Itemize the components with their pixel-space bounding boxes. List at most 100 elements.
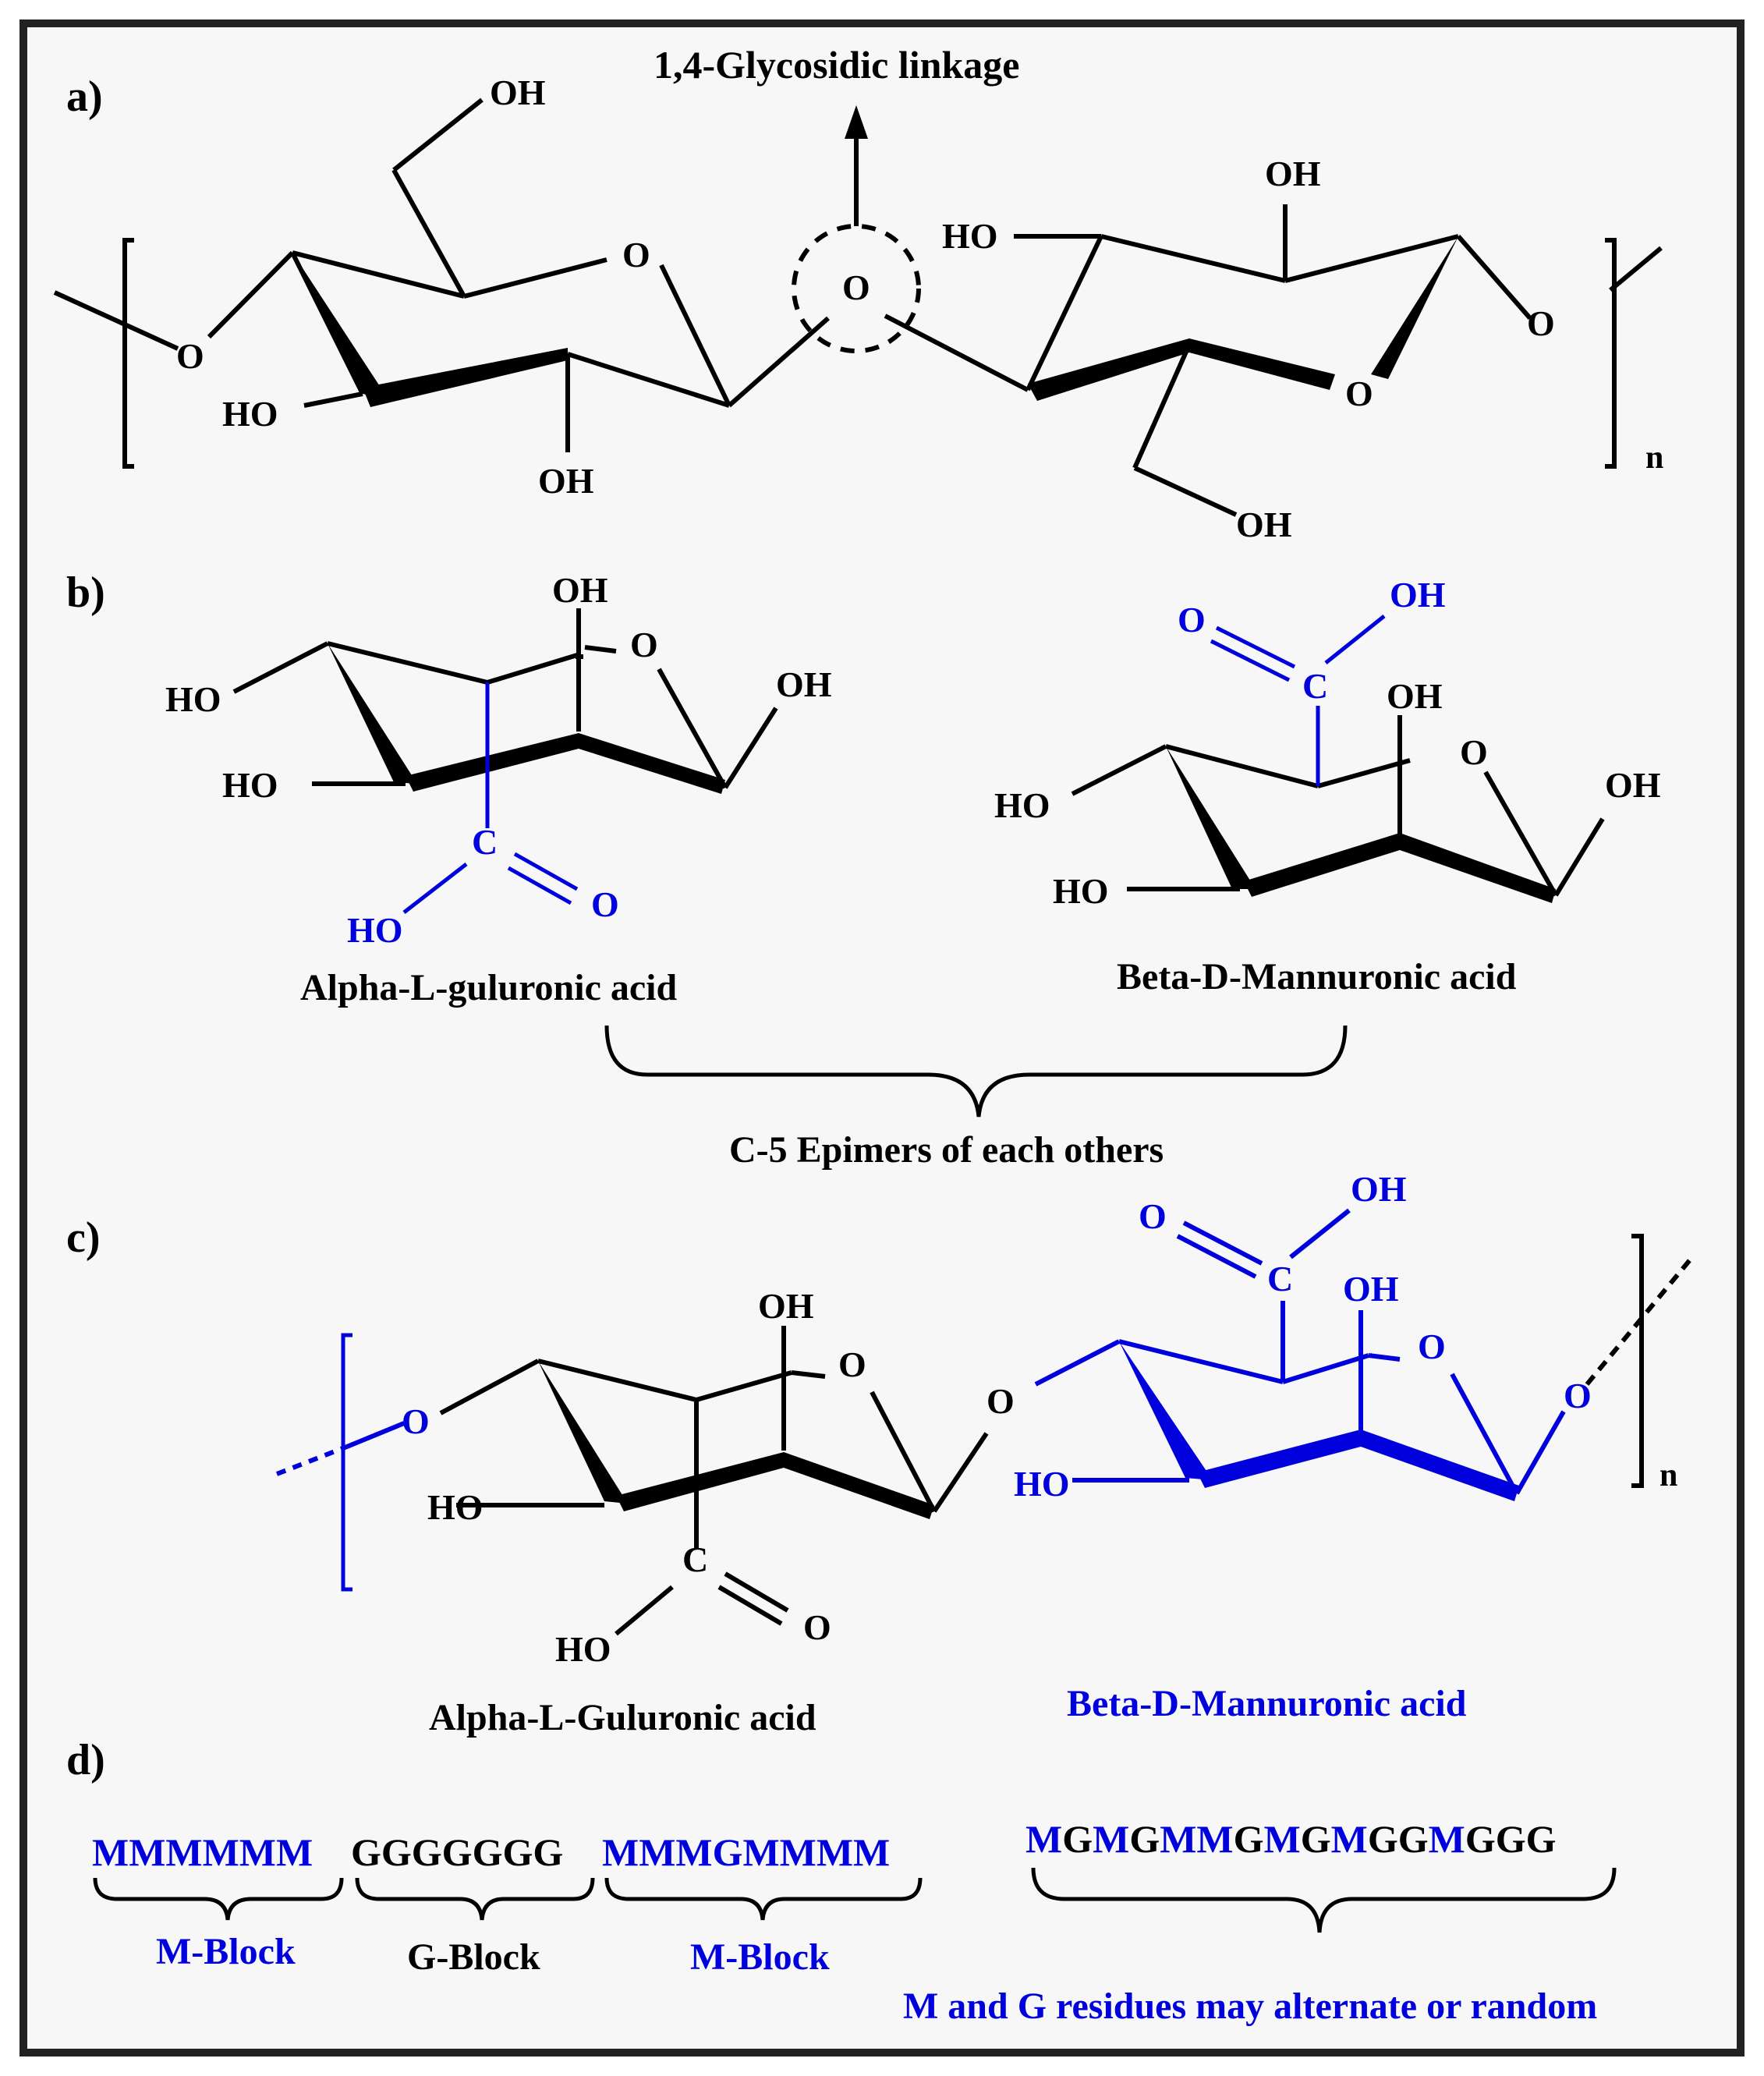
residue-g: G: [1129, 1817, 1160, 1861]
svg-text:O: O: [630, 625, 658, 664]
residue-g: G: [1526, 1817, 1557, 1861]
panel-b-acid-bonds: [402, 615, 1386, 914]
svg-text:HO: HO: [555, 1629, 611, 1669]
svg-text:HO: HO: [222, 765, 278, 805]
svg-text:OH: OH: [1265, 154, 1321, 193]
residue-g: G: [1301, 1817, 1331, 1861]
brace-1: [93, 1877, 344, 1921]
panel-d: d) MMMMMM GGGGGGG MMMGMMMM M-Block G-Blo…: [66, 1736, 1617, 2027]
svg-text:O: O: [838, 1344, 866, 1384]
svg-text:O: O: [1564, 1376, 1592, 1415]
panel-label-b: b): [66, 569, 105, 617]
mixed-label: M and G residues may alternate or random: [903, 1986, 1597, 2027]
svg-text:O: O: [1345, 374, 1373, 413]
residue-m: M: [1025, 1817, 1062, 1861]
svg-text:HO: HO: [1053, 871, 1109, 911]
svg-text:O: O: [591, 884, 619, 924]
bold-bond: [363, 348, 568, 407]
wedge: [1166, 746, 1256, 889]
residue-g: G: [1234, 1817, 1264, 1861]
bold-bond: [1361, 1429, 1519, 1501]
residue-m: M: [1196, 1817, 1233, 1861]
block-label-3: M-Block: [690, 1936, 830, 1978]
bold-bond: [1400, 833, 1556, 903]
guluronic-name-b: Alpha-L-guluronic acid: [300, 967, 678, 1008]
bold-bond: [784, 1452, 934, 1519]
epimer-note: C-5 Epimers of each others: [729, 1129, 1164, 1171]
svg-text:OH: OH: [490, 73, 546, 112]
mixed-sequence: MGMGMMGMGMGGMGGG: [1025, 1817, 1557, 1861]
panel-c-bonds: [439, 1326, 989, 1636]
svg-text:OH: OH: [538, 461, 594, 501]
svg-text:O: O: [803, 1607, 831, 1647]
svg-text:OH: OH: [1390, 575, 1446, 615]
svg-text:C: C: [1267, 1259, 1293, 1298]
svg-text:O: O: [1178, 600, 1206, 639]
block-label-2: G-Block: [407, 1936, 540, 1978]
block-label-1: M-Block: [156, 1931, 296, 1972]
brace-3: [604, 1877, 923, 1921]
svg-text:O: O: [986, 1381, 1015, 1421]
svg-text:C: C: [682, 1539, 708, 1579]
svg-text:O: O: [1418, 1327, 1446, 1366]
svg-text:O: O: [1527, 303, 1555, 343]
svg-text:O: O: [1139, 1196, 1167, 1236]
figure-frame: [19, 19, 1745, 2057]
svg-text:O: O: [402, 1401, 430, 1441]
block-sequence-1: MMMMMM: [92, 1830, 313, 1874]
bold-bond: [1028, 338, 1189, 401]
residue-m: M: [1264, 1817, 1301, 1861]
bold-bond: [406, 733, 579, 792]
mannuronic-name-b: Beta-D-Mannuronic acid: [1117, 956, 1517, 997]
svg-text:HO: HO: [347, 910, 403, 950]
svg-text:O: O: [622, 235, 650, 275]
left-bracket-c: [341, 1333, 352, 1592]
bold-bond: [1189, 338, 1335, 390]
svg-text:OH: OH: [776, 664, 832, 704]
svg-text:OH: OH: [1387, 676, 1443, 716]
left-bracket-a: [122, 238, 134, 469]
guluronic-name-c: Alpha-L-Guluronic acid: [429, 1697, 816, 1738]
wedge: [328, 643, 417, 784]
svg-text:O: O: [842, 267, 870, 307]
svg-text:HO: HO: [222, 394, 278, 434]
panel-c-text: c) O OH O HO C O HO Alpha-L-Guluronic ac…: [66, 1169, 1677, 1738]
svg-text:C: C: [472, 822, 498, 862]
bold-bond: [616, 1452, 784, 1511]
svg-text:n: n: [1660, 1458, 1677, 1493]
linkage-highlight: [792, 224, 921, 353]
panel-b-text: b) OH O OH HO HO C O HO Alpha-L-guluroni…: [66, 569, 1661, 1008]
residue-m: M: [1429, 1817, 1465, 1861]
panel-label-d: d): [66, 1736, 105, 1784]
epimer-brace: [604, 1025, 1348, 1118]
brace-mixed: [1031, 1867, 1617, 1933]
wedge: [1371, 236, 1458, 379]
svg-text:OH: OH: [1236, 505, 1292, 544]
panel-b-bonds: [232, 608, 1605, 903]
arrow-head: [845, 105, 868, 139]
wedge: [538, 1361, 628, 1504]
svg-text:O: O: [1460, 732, 1488, 772]
residue-g: G: [1062, 1817, 1093, 1861]
residue-m: M: [1093, 1817, 1129, 1861]
svg-text:HO: HO: [1014, 1464, 1070, 1504]
svg-text:OH: OH: [758, 1286, 814, 1326]
svg-text:O: O: [176, 336, 204, 376]
bold-bond: [1197, 1429, 1361, 1488]
brace-2: [355, 1877, 595, 1921]
svg-text:HO: HO: [994, 785, 1050, 825]
panel-a-text: a) 1,4-Glycosidic linkage OH O O O HO OH…: [66, 43, 1663, 544]
svg-text:HO: HO: [427, 1487, 484, 1527]
panel-label-c: c): [66, 1213, 101, 1262]
svg-text:C: C: [1302, 666, 1328, 706]
bold-bond: [1244, 833, 1400, 897]
wedge: [292, 253, 388, 399]
right-bracket-a: [1605, 238, 1617, 469]
svg-text:OH: OH: [1605, 765, 1661, 805]
residue-m: M: [1331, 1817, 1368, 1861]
residue-g: G: [1465, 1817, 1496, 1861]
svg-text:n: n: [1645, 440, 1663, 476]
svg-text:OH: OH: [1343, 1269, 1399, 1309]
svg-text:OH: OH: [1351, 1169, 1407, 1209]
